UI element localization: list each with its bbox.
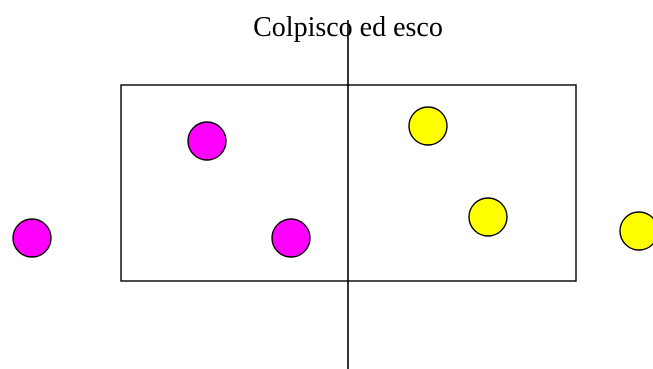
yellow-player-circle bbox=[619, 211, 653, 251]
magenta-player-circle bbox=[12, 218, 52, 258]
magenta-player-circle bbox=[271, 218, 311, 258]
yellow-player-circle bbox=[468, 197, 508, 237]
magenta-player-circle bbox=[187, 121, 227, 161]
players-layer bbox=[12, 106, 653, 258]
yellow-player-circle bbox=[408, 106, 448, 146]
